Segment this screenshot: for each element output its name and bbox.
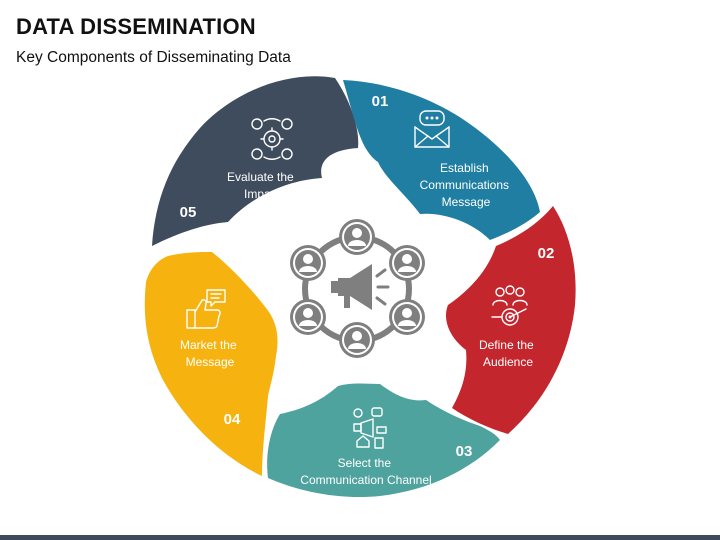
svg-text:Evaluate the Impact: Evaluate the Impact <box>227 170 297 201</box>
step-05-segment: Evaluate the Impact 05 <box>152 76 359 246</box>
step-05-label-line-2: Impact <box>244 187 281 201</box>
step-02-label-line-1: Define the <box>479 338 534 352</box>
step-04-number: 04 <box>224 411 241 428</box>
person-node-lower-right <box>389 299 425 335</box>
step-04-label-line-1: Market the <box>180 338 237 352</box>
audience-target-icon <box>491 285 528 326</box>
gear-cycle-icon <box>251 118 293 160</box>
step-02-number: 02 <box>538 245 555 262</box>
step-02-shape <box>446 206 576 434</box>
thumbs-up-chat-icon <box>186 289 226 329</box>
step-01-label-line-3: Message <box>442 195 491 209</box>
svg-text:Market the Message: Market the Message <box>180 338 240 369</box>
envelope-chat-icon <box>414 110 450 148</box>
page-title: DATA DISSEMINATION <box>16 14 256 39</box>
megaphone-icon <box>331 264 390 310</box>
svg-text:Select the Communication: Select the Communication Channel <box>300 456 431 487</box>
megaphone-network-icon <box>290 219 425 358</box>
step-04-shape <box>144 252 278 476</box>
person-node-top <box>339 219 375 255</box>
step-04-segment: Market the Message 04 <box>144 252 278 476</box>
step-03-number: 03 <box>456 443 473 460</box>
person-node-upper-right <box>389 245 425 281</box>
step-02-segment: Define the Audience 02 <box>446 206 576 434</box>
step-02-label-line-2: Audience <box>483 355 533 369</box>
step-01-segment: Establish Communications Message 01 <box>343 80 540 240</box>
step-01-shape <box>343 80 540 240</box>
svg-text:Define the Audience: Define the Audience <box>479 338 537 369</box>
person-node-upper-left <box>290 245 326 281</box>
step-05-number: 05 <box>180 204 197 221</box>
step-04-label-line-2: Message <box>186 355 235 369</box>
footer-bar <box>0 535 720 540</box>
person-node-bottom <box>339 322 375 358</box>
step-03-label-line-1: Select the <box>338 456 392 470</box>
step-05-shape <box>152 76 359 246</box>
channels-icon <box>353 407 387 449</box>
step-03-label-line-2: Communication Channel <box>300 473 431 487</box>
page-subtitle: Key Components of Disseminating Data <box>16 49 291 66</box>
person-node-lower-left <box>290 299 326 335</box>
svg-text:Establish Communications: Establish Communications Message <box>420 161 513 209</box>
step-05-label-line-1: Evaluate the <box>227 170 294 184</box>
step-01-number: 01 <box>372 93 389 110</box>
step-01-label-line-2: Communications <box>420 178 509 192</box>
step-03-segment: Select the Communication Channel 03 <box>267 383 500 498</box>
step-01-label-line-1: Establish <box>440 161 489 175</box>
